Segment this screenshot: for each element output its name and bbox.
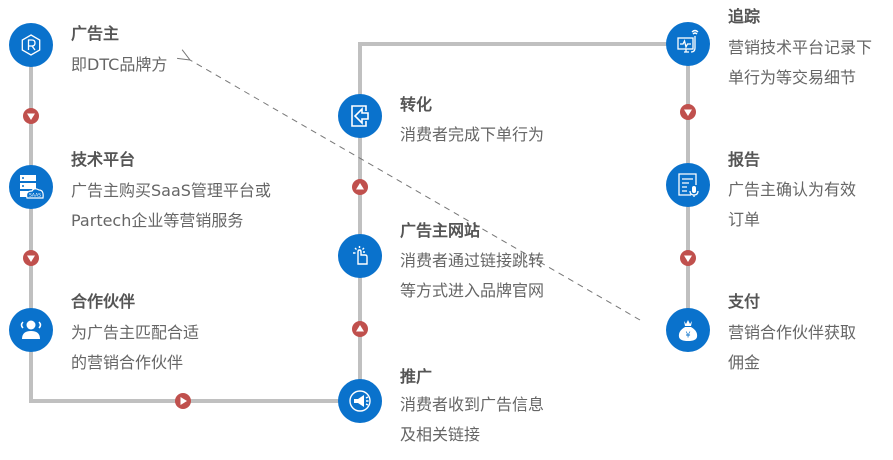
users-group-icon [20, 320, 42, 339]
node-conversion-desc: 消费者完成下单行为 [400, 120, 544, 150]
node-tech-platform-circle: SAAS [9, 165, 53, 209]
monitor-tracking-icon [677, 29, 699, 53]
arrow-marker-up [352, 321, 368, 337]
arrow-marker-down [680, 250, 696, 266]
node-advertiser-desc: 即DTC品牌方 [71, 50, 167, 80]
feedback-dashed-arrow [190, 60, 641, 321]
report-document-icon [678, 173, 699, 197]
node-report-circle [666, 163, 710, 207]
node-report-title: 报告 [728, 150, 761, 169]
node-tracking-desc: 营销技术平台记录下 单行为等交易细节 [728, 33, 872, 93]
megaphone-icon [349, 390, 371, 412]
arrow-marker-right [175, 393, 191, 409]
node-promotion-desc: 消费者收到广告信息 及相关链接 [400, 390, 544, 450]
desc-line: 营销合作伙伴获取 [728, 323, 857, 342]
node-conversion-circle [338, 94, 382, 138]
node-report-desc: 广告主确认为有效 订单 [728, 175, 856, 235]
desc-line: 的营销合作伙伴 [71, 353, 184, 372]
money-bag-icon: ¥ [678, 320, 698, 341]
node-tracking-circle [666, 22, 710, 66]
arrow-marker-down [23, 250, 39, 266]
desc-line: 广告主确认为有效 [728, 180, 857, 199]
desc-line: 等方式进入品牌官网 [400, 281, 545, 300]
node-payment-circle: ¥ [666, 308, 710, 352]
node-conversion-title: 转化 [400, 95, 433, 114]
node-tech-platform-desc: 广告主购买SaaS管理平台或 Partech企业等营销服务 [71, 176, 271, 236]
node-website-desc: 消费者通过链接跳转 等方式进入品牌官网 [400, 246, 544, 306]
node-tracking-title: 追踪 [728, 7, 761, 26]
login-arrow-icon [351, 105, 369, 127]
node-promotion-circle [338, 379, 382, 423]
desc-line: 佣金 [728, 353, 761, 372]
node-tech-platform-title: 技术平台 [71, 150, 136, 169]
desc-line: Partech企业等营销服务 [71, 211, 244, 230]
desc-line: 订单 [728, 210, 761, 229]
node-partner-desc: 为广告主匹配合适 的营销合作伙伴 [71, 318, 199, 378]
node-advertiser-circle [9, 23, 53, 67]
svg-text:¥: ¥ [685, 331, 690, 340]
node-promotion-title: 推广 [400, 367, 433, 386]
saas-server-icon: SAAS [20, 175, 44, 199]
brand-r-hexagon-icon [21, 34, 41, 56]
node-payment-title: 支付 [728, 292, 761, 311]
node-advertiser-title: 广告主 [71, 24, 120, 43]
arrow-marker-down [680, 104, 696, 120]
node-partner-title: 合作伙伴 [71, 292, 136, 311]
node-payment-desc: 营销合作伙伴获取 佣金 [728, 318, 856, 378]
desc-line: 单行为等交易细节 [728, 68, 857, 87]
node-website-circle [338, 234, 382, 278]
desc-line: 及相关链接 [400, 425, 481, 444]
node-partner-circle [9, 308, 53, 352]
desc-line: 消费者完成下单行为 [400, 125, 545, 144]
arrow-marker-up [352, 179, 368, 195]
arrow-marker-down [23, 108, 39, 124]
svg-text:SAAS: SAAS [29, 193, 41, 199]
desc-line: 即DTC品牌方 [71, 55, 168, 74]
desc-line: 消费者收到广告信息 [400, 395, 545, 414]
desc-line: 广告主购买SaaS管理平台或 [71, 181, 271, 200]
desc-line: 营销技术平台记录下 [728, 38, 873, 57]
desc-line: 消费者通过链接跳转 [400, 251, 545, 270]
click-hand-icon [353, 246, 368, 265]
desc-line: 为广告主匹配合适 [71, 323, 200, 342]
node-website-title: 广告主网站 [400, 221, 481, 240]
